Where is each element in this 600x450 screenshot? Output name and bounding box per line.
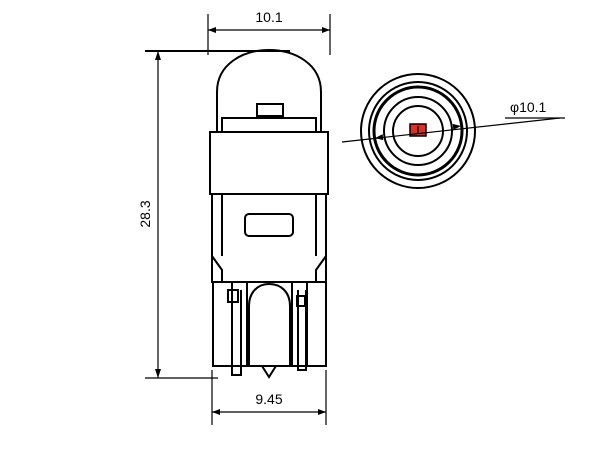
- height-label: 28.3: [137, 200, 153, 227]
- wedge-slot: [244, 213, 294, 237]
- lens-outer-ring: [372, 85, 464, 177]
- dome-lens: [216, 48, 322, 132]
- wedge-base: [212, 282, 327, 367]
- base-width-label: 9.45: [255, 391, 282, 407]
- bulb-body: [209, 131, 329, 195]
- led-chip: [256, 103, 284, 117]
- top-width-dimension: 10.1: [207, 9, 331, 55]
- top-width-label: 10.1: [255, 9, 282, 25]
- lens-diameter-label: φ10.1: [510, 99, 547, 115]
- bulb-top-view: φ10.1: [341, 73, 565, 189]
- bulb-side-view: [209, 48, 329, 379]
- base-width-dimension: 9.45: [211, 370, 327, 425]
